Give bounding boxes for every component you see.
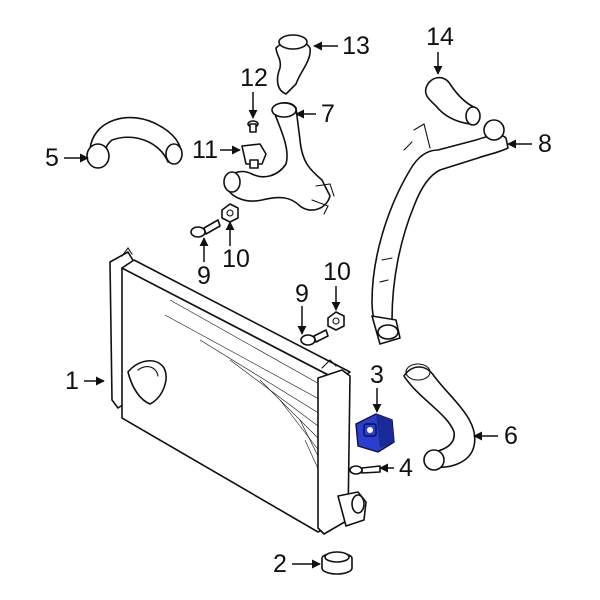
callout-1: 1 xyxy=(65,367,79,395)
callouts: 1 2 3 4 5 6 7 8 9 9 10 10 xyxy=(45,23,552,578)
callout-5: 5 xyxy=(45,144,59,172)
sensor-11 xyxy=(241,143,267,169)
intercooler-hose-6 xyxy=(403,363,476,471)
nut-10-lower xyxy=(327,311,345,331)
hose-13 xyxy=(275,34,311,95)
bolt-9-upper xyxy=(190,219,221,238)
callout-11: 11 xyxy=(192,136,218,164)
callout-7: 7 xyxy=(321,100,335,128)
callout-13: 13 xyxy=(342,32,370,60)
screw-12 xyxy=(247,120,259,133)
callout-6: 6 xyxy=(504,422,518,450)
callout-10-lower: 10 xyxy=(323,258,351,286)
callout-3: 3 xyxy=(370,361,384,389)
bolt-9-lower xyxy=(300,329,329,346)
callout-9-lower: 9 xyxy=(295,280,309,308)
charge-pipe-8 xyxy=(371,119,509,345)
callout-14: 14 xyxy=(426,23,454,51)
callout-12: 12 xyxy=(240,64,268,92)
grommet xyxy=(321,551,353,575)
callout-4: 4 xyxy=(399,454,413,482)
callout-2: 2 xyxy=(273,550,287,578)
intercooler-hose-5 xyxy=(86,116,183,169)
charge-pipe-7 xyxy=(223,101,335,215)
callout-10-upper: 10 xyxy=(222,245,250,273)
callout-8: 8 xyxy=(538,130,552,158)
nut-10-upper xyxy=(221,203,239,223)
hose-14 xyxy=(424,76,481,126)
intercooler xyxy=(109,247,367,535)
mounting-bracket xyxy=(355,413,395,453)
callout-9-upper: 9 xyxy=(197,262,211,290)
bracket-bolt xyxy=(349,465,381,475)
